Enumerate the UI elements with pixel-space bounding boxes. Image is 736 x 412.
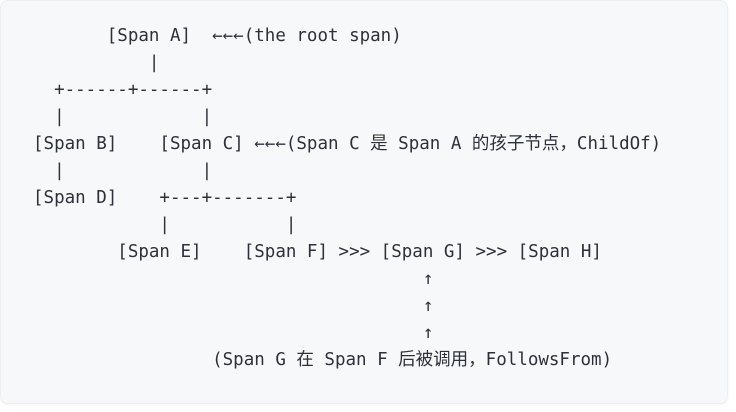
diagram-panel: [Span A] ←←←(the root span) | +------+--… (0, 0, 728, 404)
span-tree-ascii-diagram: [Span A] ←←←(the root span) | +------+--… (33, 26, 662, 370)
